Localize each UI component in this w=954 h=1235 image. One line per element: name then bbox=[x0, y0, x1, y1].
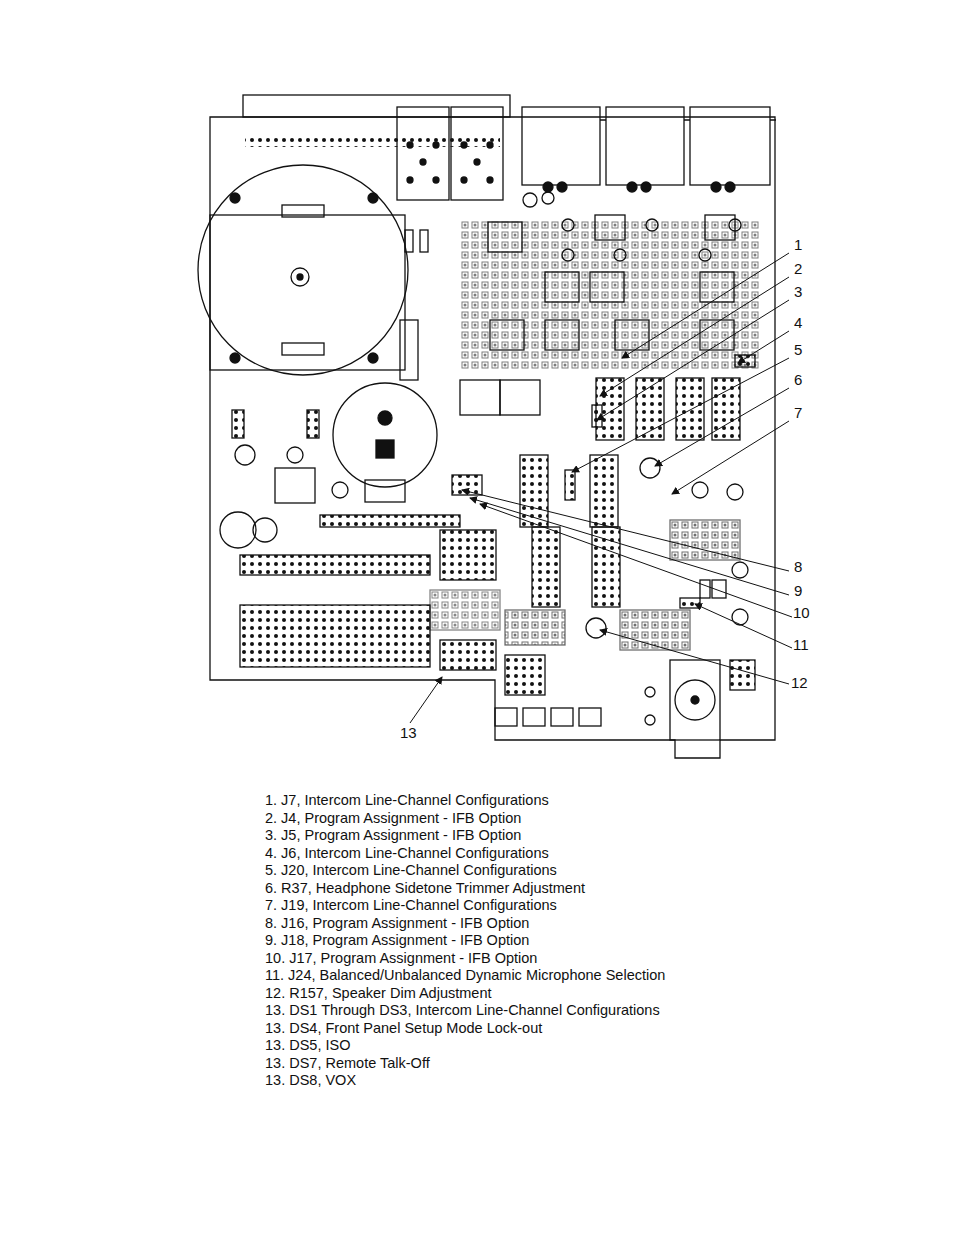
callout-number: 7 bbox=[793, 404, 803, 421]
callout-number: 1 bbox=[793, 236, 803, 253]
legend-note: 10. J17, Program Assignment - IFB Option bbox=[265, 950, 537, 967]
legend-note: 13. DS7, Remote Talk-Off bbox=[265, 1055, 430, 1072]
callout-number: 13 bbox=[399, 724, 418, 741]
legend-note: 8. J16, Program Assignment - IFB Option bbox=[265, 915, 529, 932]
callout-number: 2 bbox=[793, 260, 803, 277]
legend-note: 11. J24, Balanced/Unbalanced Dynamic Mic… bbox=[265, 967, 665, 984]
callout-number: 3 bbox=[793, 283, 803, 300]
legend-note: 13. DS4, Front Panel Setup Mode Lock-out bbox=[265, 1020, 542, 1037]
callout-number: 6 bbox=[793, 371, 803, 388]
callout-number: 10 bbox=[792, 604, 811, 621]
callout-number: 8 bbox=[793, 558, 803, 575]
callout-number: 9 bbox=[793, 582, 803, 599]
callout-number: 12 bbox=[790, 674, 809, 691]
legend-note: 5. J20, Intercom Line-Channel Configurat… bbox=[265, 862, 557, 879]
callout-number: 5 bbox=[793, 341, 803, 358]
legend-note: 2. J4, Program Assignment - IFB Option bbox=[265, 810, 521, 827]
legend-note: 4. J6, Intercom Line-Channel Configurati… bbox=[265, 845, 549, 862]
legend-note: 13. DS1 Through DS3, Intercom Line-Chann… bbox=[265, 1002, 660, 1019]
legend-note: 12. R157, Speaker Dim Adjustment bbox=[265, 985, 491, 1002]
callout-number: 4 bbox=[793, 314, 803, 331]
legend-note: 13. DS5, ISO bbox=[265, 1037, 350, 1054]
legend-note: 6. R37, Headphone Sidetone Trimmer Adjus… bbox=[265, 880, 585, 897]
legend-note: 9. J18, Program Assignment - IFB Option bbox=[265, 932, 529, 949]
legend-note: 7. J19, Intercom Line-Channel Configurat… bbox=[265, 897, 557, 914]
legend-note: 3. J5, Program Assignment - IFB Option bbox=[265, 827, 521, 844]
callout-number: 11 bbox=[792, 636, 810, 653]
legend-note: 13. DS8, VOX bbox=[265, 1072, 356, 1089]
legend-note: 1. J7, Intercom Line-Channel Configurati… bbox=[265, 792, 549, 809]
